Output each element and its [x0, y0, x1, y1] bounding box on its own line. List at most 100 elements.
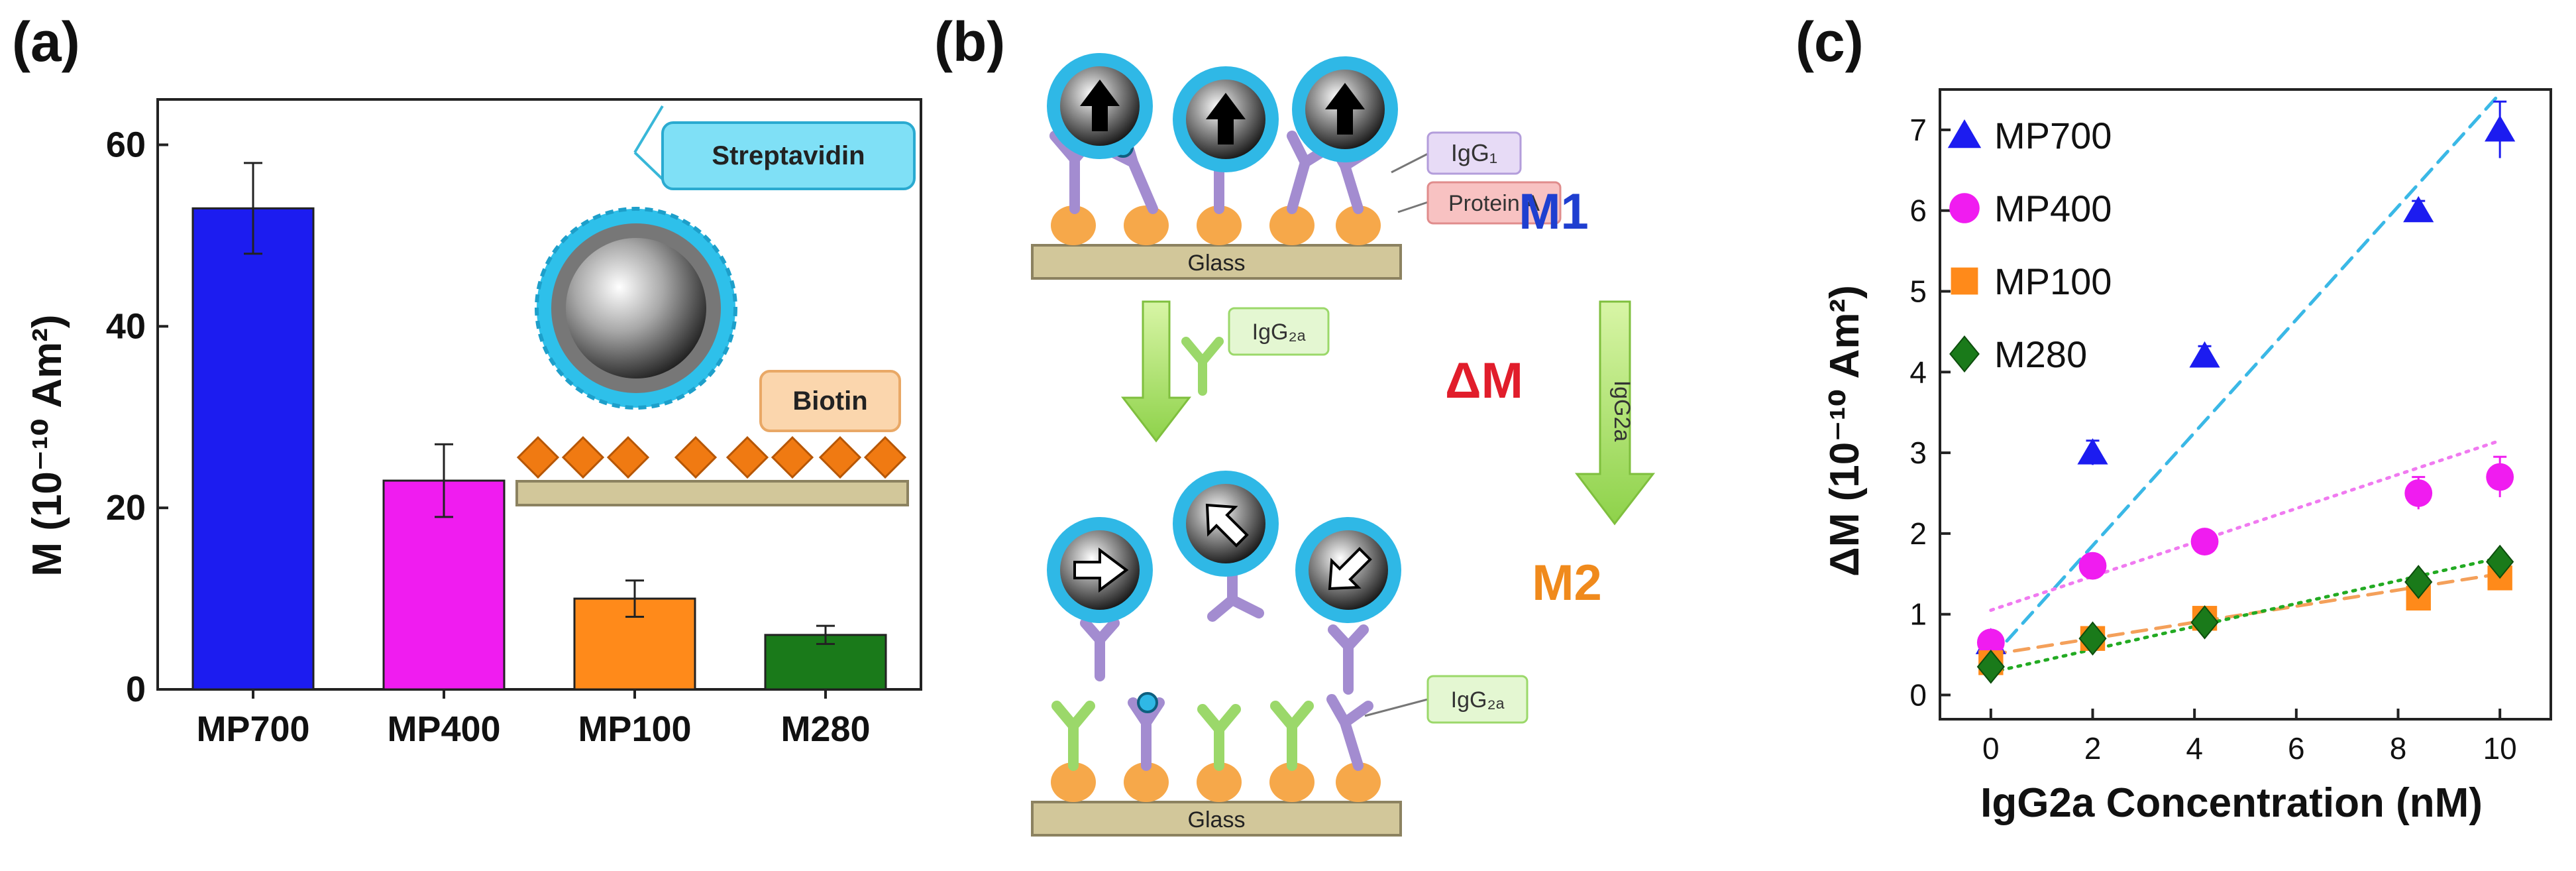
data-point — [2486, 544, 2514, 579]
fit-line — [1989, 91, 2502, 661]
protein-a-layer — [1051, 205, 1381, 245]
magnetic-core — [566, 238, 706, 378]
bead-tilted — [1295, 517, 1401, 623]
y-tick-label: 0 — [126, 669, 146, 709]
x-tick-label: MP100 — [578, 709, 691, 749]
igg1-antibody — [1328, 624, 1369, 695]
biotin-diamond — [725, 436, 769, 479]
state-m2: Glass — [1031, 471, 1602, 837]
legend-label: MP700 — [1994, 115, 2112, 156]
panel-b: (b) Glass — [934, 0, 1796, 871]
data-point — [2485, 115, 2516, 142]
protein-a-blob — [1197, 762, 1242, 802]
arrow-up-icon — [1206, 93, 1246, 145]
y-tick-label: 3 — [1909, 436, 1927, 470]
fit-line — [1989, 439, 2502, 612]
x-tick-label: 4 — [2186, 731, 2203, 766]
panel-a-ylabel: M (10⁻¹⁰ Am²) — [25, 314, 70, 576]
data-point — [2078, 552, 2107, 580]
data-point — [2486, 463, 2514, 491]
x-tick-label: 10 — [2483, 731, 2517, 766]
arrow-right-icon — [1073, 548, 1129, 593]
protein-a-blob — [1336, 762, 1381, 802]
protein-a-blob — [1051, 205, 1096, 245]
x-tick-label: 6 — [2288, 731, 2305, 766]
state-m1: Glass — [1031, 53, 1589, 280]
panel-c-label: (c) — [1796, 11, 1864, 73]
x-tick-label: MP400 — [387, 709, 500, 749]
igg1-antibody — [1207, 565, 1264, 622]
bar — [191, 207, 315, 691]
m1-label: M1 — [1519, 184, 1589, 240]
igg1-badge — [1426, 131, 1522, 175]
biotin-diamonds — [516, 436, 907, 479]
legend-label: M280 — [1994, 333, 2087, 375]
data-point — [2403, 196, 2434, 223]
protein-a-label: Protein A — [1448, 191, 1540, 216]
protein-a-blob — [1269, 205, 1315, 245]
igg2a-antibody — [1051, 701, 1095, 771]
biotin-diamond — [674, 436, 718, 479]
glass-label: Glass — [1188, 251, 1246, 276]
data-point — [2190, 605, 2219, 640]
y-tick-label: 40 — [106, 306, 146, 346]
biotin-diamond — [606, 436, 650, 479]
scatter-chart-marks — [1975, 91, 2516, 684]
glass-slide — [1031, 801, 1402, 837]
biotin-diamond — [863, 436, 907, 479]
callout-line — [1364, 698, 1428, 717]
y-tick-label: 1 — [1909, 597, 1927, 632]
y-tick-label: 7 — [1909, 113, 1927, 147]
plot-frame — [156, 98, 922, 691]
arrow-up-left-icon — [1205, 503, 1249, 548]
streptavidin-label: Streptavidin — [712, 141, 865, 170]
igg2a-badge — [1426, 675, 1529, 724]
x-tick-label: 0 — [1982, 731, 2000, 766]
arrow-down-left-icon — [1328, 547, 1372, 591]
igg1-antibody — [1080, 618, 1120, 681]
substrate — [515, 480, 909, 506]
bead-tilted — [1173, 471, 1279, 577]
transition: IgG₂ₐ ΔM IgG2a — [1120, 300, 1656, 526]
protein-a-blob — [1197, 205, 1242, 245]
igg2a-antibody — [1181, 337, 1224, 396]
biotin-label: Biotin — [792, 386, 867, 416]
streptavidin-dot — [1137, 692, 1158, 713]
data-point — [2078, 621, 2107, 656]
igg2a-flow-label: IgG₂ₐ — [1252, 319, 1306, 345]
protein-a-blob — [1124, 205, 1169, 245]
igg2a-arrow — [1574, 300, 1656, 526]
igg2a-antibodies — [1051, 701, 1314, 771]
panel-a-label: (a) — [12, 11, 80, 73]
legend-label: MP400 — [1994, 188, 2112, 229]
legend-marker — [1949, 335, 1980, 373]
panel-c-xlabel: IgG2a Concentration (nM) — [1980, 780, 2483, 826]
bead-up — [1047, 53, 1153, 159]
protein-a-badge — [1426, 181, 1562, 225]
arrow-up-icon — [1325, 83, 1365, 135]
x-tick-label: 8 — [2390, 731, 2407, 766]
streptavidin-badge — [661, 121, 916, 190]
x-tick-label: MP700 — [196, 709, 309, 749]
streptavidin-bead-illustration: Streptavidin Biotin — [515, 105, 916, 506]
y-tick-label: 0 — [1909, 677, 1927, 712]
m2-label: M2 — [1532, 555, 1602, 611]
protein-a-blob — [1124, 762, 1169, 802]
arrow-up-icon — [1080, 80, 1120, 131]
data-point — [2404, 565, 2433, 599]
igg2a-bound-label: IgG₂ₐ — [1451, 687, 1505, 713]
protein-a-blob — [1051, 762, 1096, 802]
plot-frame — [1939, 88, 2552, 721]
data-point — [1976, 650, 2005, 684]
y-tick-label: 2 — [1909, 516, 1927, 551]
igg1-antibody — [1326, 694, 1373, 771]
data-point — [2077, 438, 2108, 465]
delta-m-label: ΔM — [1445, 353, 1523, 409]
panel-c-ylabel: ΔM (10⁻¹⁰ Am²) — [1822, 285, 1868, 577]
protein-a-blob — [1269, 762, 1315, 802]
y-tick-label: 20 — [106, 488, 146, 528]
x-tick-label: M280 — [780, 709, 870, 749]
